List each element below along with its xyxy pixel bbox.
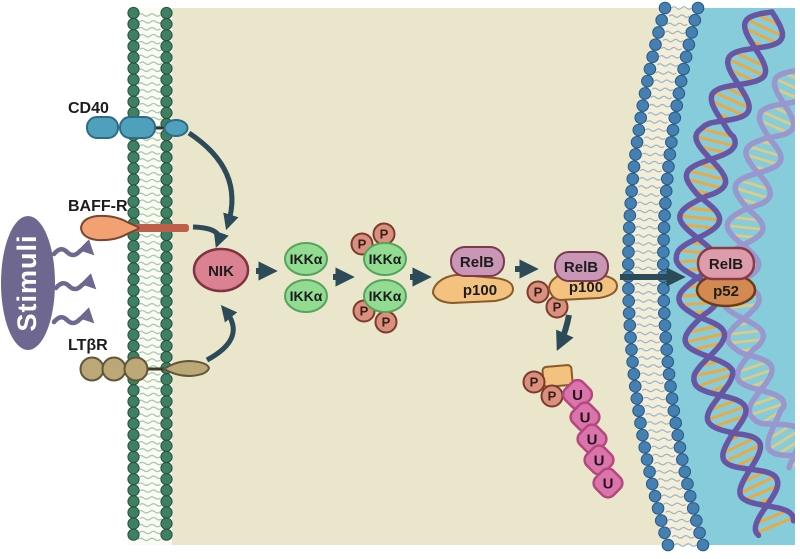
ubiquitin-label: U (580, 410, 591, 427)
phosphate-p100-1 (526, 280, 550, 304)
relb-protein-1 (450, 246, 505, 277)
nuclear-envelope-lipid-tails (634, 6, 697, 547)
phosphate-label: P (534, 285, 543, 300)
ltbr-label: LTβR (68, 337, 108, 354)
phosphate-label: P (360, 304, 369, 319)
phospho-ikka-protein-1 (363, 242, 407, 276)
phospho-ikka-label-2: IKKα (369, 288, 402, 304)
phosphate-label: P (358, 237, 367, 252)
phosphate-label: P (548, 389, 557, 404)
ubiquitin-label: U (603, 476, 614, 493)
phosphate-label: P (382, 315, 391, 330)
stimulus-arrow-1 (51, 239, 95, 258)
stimulus-arrow-2 (53, 273, 97, 292)
nik-protein (192, 247, 250, 293)
p100-protein-1 (431, 273, 515, 305)
degradation-arrow (556, 314, 574, 351)
ubiquitin-label: U (594, 453, 605, 470)
baff-r-label: BAFF-R (68, 198, 128, 215)
stimuli-oval (1, 216, 55, 350)
relb-label-2: RelB (564, 259, 598, 276)
stimuli-label: Stimuli (12, 234, 42, 331)
p100-label-2: p100 (569, 279, 603, 296)
p100-fragment (541, 364, 574, 388)
cd40-domain-2 (119, 116, 156, 139)
relb-protein-2 (554, 251, 609, 282)
phospho-ikka-label-1: IKKα (369, 251, 402, 267)
phosphate-label: P (530, 375, 539, 390)
ubiquitin-label: U (572, 387, 583, 404)
baffr-to-nik-arrow (192, 224, 229, 249)
ikka-protein-1 (284, 242, 328, 276)
ubiquitin-5 (592, 467, 624, 499)
cd40-label: CD40 (68, 100, 109, 117)
ubiquitin-label: U (587, 432, 598, 449)
p100-label-1: p100 (463, 282, 497, 299)
ikka-label-1: IKKα (290, 251, 323, 267)
stimulus-arrow-3 (51, 307, 95, 326)
ltbr-to-nik-arrow (205, 305, 238, 363)
ikka-label-2: IKKα (290, 288, 323, 304)
relb-label-1: RelB (460, 254, 494, 271)
relb-nuclear-protein (696, 246, 756, 281)
cd40-intracellular-domain (163, 119, 189, 137)
p52-label: p52 (713, 283, 739, 300)
ltbr-domain-3 (123, 356, 149, 382)
ltbr-intracellular-domain (162, 359, 211, 378)
phosphate-label: P (380, 227, 389, 242)
cd40-to-nik-arrow (187, 130, 239, 231)
nuclear-envelope-beads (621, 1, 710, 552)
ltbr-domain-2 (101, 356, 127, 382)
cd40-domain-1 (86, 116, 119, 139)
phospho-ikka-protein-2 (363, 279, 407, 313)
ubiquitin-chain: U U U U U (561, 378, 624, 499)
phosphate-label: P (553, 300, 562, 315)
baff-r-ectodomain (79, 214, 140, 242)
nuclear-envelope-band (628, 8, 703, 545)
phosphate-fragment-1 (522, 370, 546, 394)
relb-nuclear-label: RelB (709, 256, 743, 273)
ikka-protein-2 (284, 279, 328, 313)
nik-label: NIK (208, 263, 234, 280)
ltbr-domain-1 (79, 356, 105, 382)
baff-r-stem (125, 224, 189, 232)
